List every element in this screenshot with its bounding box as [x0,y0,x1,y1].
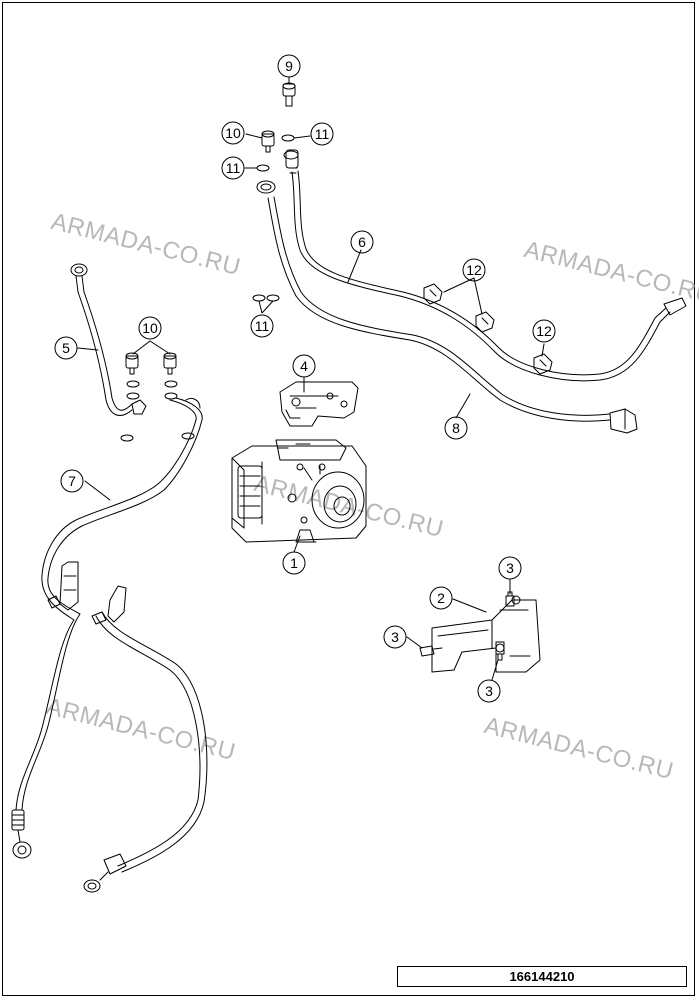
leader-lines [77,76,545,681]
banjo-bolt-10 [125,352,177,375]
screw-3 [419,645,443,657]
banjo-bolt-10 [261,130,275,153]
abs-hydraulic-unit [231,439,367,543]
callout-8: 8 [452,420,460,436]
mounting-bracket-2 [431,595,541,673]
callout-10: 10 [225,125,241,141]
brake-line-5 [70,263,147,416]
callout-1: 1 [290,555,298,571]
brake-line-6 [283,149,687,382]
callout-6: 6 [358,234,366,250]
callout-12: 12 [536,323,552,339]
screw-3 [495,641,505,661]
brake-line-8 [256,180,638,434]
callout-9: 9 [285,58,293,74]
callout-3: 3 [485,683,493,699]
callout-2: 2 [437,590,445,606]
callout-7: 7 [68,473,76,489]
abs-bracket-4 [279,381,359,427]
callout-10: 10 [142,320,158,336]
callout-11: 11 [315,126,330,142]
callout-4: 4 [300,358,308,374]
callout-11: 11 [226,160,241,176]
callout-labels: 9 10 11 11 11 10 5 4 6 12 12 8 7 1 2 3 3… [62,58,552,699]
brake-line-7 [11,397,208,893]
callout-12: 12 [466,262,482,278]
line-holder-12 [423,283,553,375]
banjo-bolt-9 [282,82,296,107]
part-number: 166144210 [397,966,687,987]
callout-5: 5 [62,340,70,356]
callout-3: 3 [391,629,399,645]
callout-circles [54,54,556,703]
callout-3: 3 [506,560,514,576]
callout-11: 11 [255,318,270,334]
